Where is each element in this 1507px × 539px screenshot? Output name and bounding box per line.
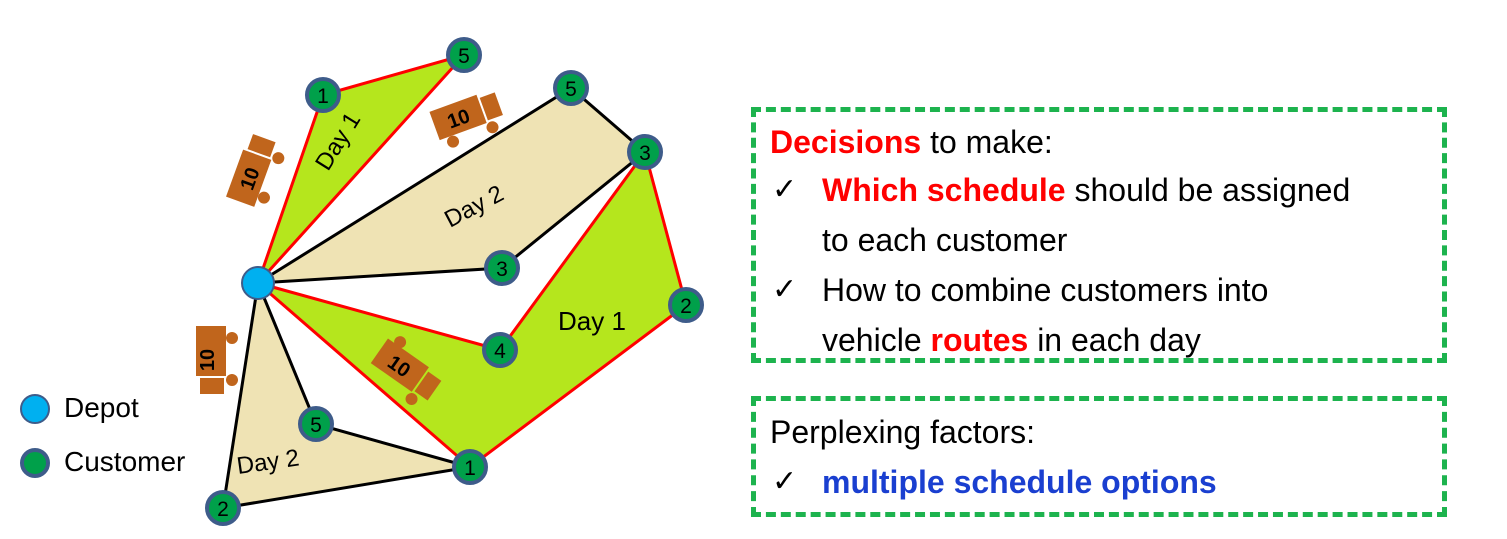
customer-node: 1 bbox=[305, 77, 341, 113]
schedule-highlight: Which schedule bbox=[822, 172, 1066, 208]
customer-label: 1 bbox=[464, 457, 476, 480]
customer-label: 5 bbox=[458, 45, 470, 68]
customer-label: 5 bbox=[310, 414, 322, 437]
customer-label: 3 bbox=[639, 142, 651, 165]
decisions-box bbox=[751, 107, 1447, 363]
depot-node bbox=[241, 266, 275, 300]
decision-item-1-line2: to each customer bbox=[822, 222, 1068, 258]
decision-item-2-line2: vehicle routes in each day bbox=[822, 320, 1201, 360]
factor-item-1: multiple schedule options bbox=[822, 464, 1217, 500]
customer-node: 3 bbox=[627, 134, 663, 170]
customer-node: 4 bbox=[482, 332, 518, 368]
depot-legend-icon bbox=[20, 394, 50, 424]
decisions-title-rest: to make: bbox=[921, 124, 1053, 160]
routes-highlight: routes bbox=[930, 322, 1029, 358]
customer-label: 3 bbox=[496, 258, 508, 281]
truck-icon bbox=[196, 326, 238, 394]
legend-depot-label: Depot bbox=[64, 392, 139, 423]
legend-depot: Depot bbox=[20, 392, 139, 424]
check-icon: ✓ bbox=[772, 464, 798, 499]
decisions-title: Decisions to make: bbox=[770, 122, 1053, 162]
decisions-highlight: Decisions bbox=[770, 124, 922, 160]
truck-capacity: 10 bbox=[197, 349, 219, 371]
customer-label: 1 bbox=[317, 85, 329, 108]
decision-item-1-rest: should be assigned bbox=[1065, 172, 1351, 208]
check-icon: ✓ bbox=[772, 272, 798, 307]
decision-item-2-pre: vehicle bbox=[822, 322, 931, 358]
factors-title: Perplexing factors: bbox=[770, 414, 1036, 450]
customer-label: 2 bbox=[217, 498, 229, 521]
customer-label: 2 bbox=[680, 295, 692, 318]
truck-icon: 10 bbox=[226, 134, 285, 207]
truck-icon: 10 bbox=[370, 336, 442, 406]
customer-node: 5 bbox=[446, 37, 482, 73]
legend-customer: Customer bbox=[20, 446, 186, 478]
legend-customer-label: Customer bbox=[64, 446, 186, 477]
route-day1-top bbox=[256, 52, 469, 285]
customer-node: 2 bbox=[668, 287, 704, 323]
customer-node: 2 bbox=[205, 490, 241, 526]
route-day1-right bbox=[257, 148, 688, 469]
truck-icon: 10 bbox=[429, 92, 503, 148]
check-icon: ✓ bbox=[772, 172, 798, 207]
customer-node: 5 bbox=[298, 406, 334, 442]
customer-label: 5 bbox=[565, 78, 577, 101]
vrp-diagram: Day 1 Day 2 Day 1 Day 2 10 10 10 10 1 5 … bbox=[196, 37, 704, 526]
customer-node: 5 bbox=[553, 70, 589, 106]
decision-item-1: Which schedule should be assigned bbox=[822, 170, 1350, 210]
customer-node: 3 bbox=[484, 250, 520, 286]
route-label-day1-right: Day 1 bbox=[558, 306, 626, 336]
factors-box bbox=[751, 396, 1447, 517]
customer-node: 1 bbox=[452, 449, 488, 485]
customer-label: 4 bbox=[494, 340, 506, 363]
decision-item-2-post: in each day bbox=[1028, 322, 1201, 358]
decision-item-2-line1: How to combine customers into bbox=[822, 272, 1269, 308]
customer-legend-icon bbox=[20, 448, 50, 478]
